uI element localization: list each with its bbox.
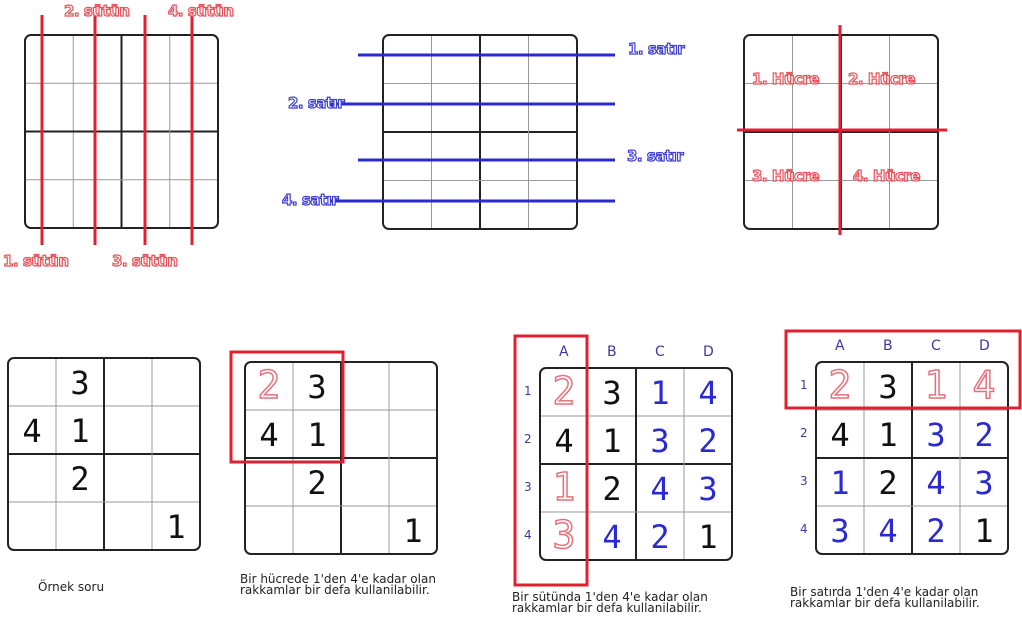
example-caption: Örnek soru — [38, 580, 105, 594]
grid-digit: 1 — [830, 464, 849, 502]
grid-digit: 1 — [553, 465, 576, 509]
cell-label-4: 4. Hücre — [852, 166, 921, 185]
grid-digit: 3 — [878, 368, 897, 406]
row-demo-grid-border — [382, 34, 578, 230]
grid-digit: 2 — [878, 464, 897, 502]
row-header: 3 — [524, 480, 532, 494]
grid-digit: 1 — [698, 518, 717, 556]
column-label-4: 4. sütün — [167, 1, 234, 20]
grid-digit: 3 — [70, 364, 89, 402]
grid-digit: 1 — [650, 374, 669, 412]
row-rule-caption: Bir satırda 1'den 4'e kadar olan rakkaml… — [790, 585, 980, 610]
column-header: D — [703, 344, 714, 360]
row-label-4: 4. satır — [281, 190, 339, 209]
column-label-2: 2. sütün — [63, 1, 130, 20]
grid-digit: 3 — [602, 374, 621, 412]
column-header: C — [931, 338, 941, 354]
column-label-1: 1. sütün — [2, 251, 69, 270]
example-grid-border — [7, 357, 201, 551]
row-header: 4 — [524, 528, 532, 542]
grid-digit: 3 — [926, 416, 945, 454]
column-header: A — [835, 338, 845, 354]
grid-digit: 1 — [925, 363, 948, 407]
caption-line: Bir sütünda 1'den 4'e kadar olan — [512, 590, 708, 604]
caption-line: Bir hücrede 1'den 4'e kadar olan — [240, 572, 436, 586]
grid-digit: 2 — [974, 416, 993, 454]
grid-digit: 2 — [602, 470, 621, 508]
grid-digit: 4 — [698, 374, 717, 412]
grid-digit: 3 — [650, 422, 669, 460]
grid-digit: 2 — [926, 512, 945, 550]
column-header: C — [655, 344, 665, 360]
grid-digit: 2 — [698, 422, 717, 460]
cell-label-3: 3. Hücre — [751, 166, 820, 185]
column-header: D — [979, 338, 990, 354]
grid-digit: 2 — [307, 464, 326, 502]
grid-digit: 1 — [166, 508, 185, 546]
cell-label-2: 2. Hücre — [847, 69, 916, 88]
grid-digit: 4 — [650, 470, 669, 508]
column-rule-grid-border — [539, 367, 733, 561]
cell-highlight-box — [229, 350, 345, 464]
caption-line: rakkamlar bir defa kullanilabilir. — [512, 601, 702, 615]
grid-digit: 2 — [258, 363, 281, 407]
grid-digit: 4 — [973, 363, 996, 407]
grid-digit: 2 — [650, 518, 669, 556]
row-label-2: 2. satır — [287, 93, 345, 112]
row-rule-grid-border — [815, 361, 1009, 555]
grid-digit: 1 — [307, 416, 326, 454]
grid-digit: 1 — [974, 512, 993, 550]
row-label-1: 1. satır — [627, 39, 685, 58]
row-highlight-box — [784, 329, 1022, 410]
grid-digit: 4 — [830, 416, 849, 454]
grid-digit: 2 — [553, 369, 576, 413]
column-rule-caption: Bir sütünda 1'den 4'e kadar olan rakkaml… — [512, 590, 708, 615]
grid-digit: 4 — [602, 518, 621, 556]
cell-rule-grid-border — [244, 361, 438, 555]
grid-digit: 2 — [829, 363, 852, 407]
cell-label-1: 1. Hücre — [751, 69, 820, 88]
caption-line: Bir satırda 1'den 4'e kadar olan — [790, 585, 979, 599]
grid-digit: 4 — [926, 464, 945, 502]
grid-digit: 4 — [22, 412, 41, 450]
grid-digit: 1 — [70, 412, 89, 450]
cell-rule-caption: Bir hücrede 1'den 4'e kadar olan rakkaml… — [240, 572, 436, 597]
row-header: 2 — [524, 432, 532, 446]
column-label-3: 3. sütün — [111, 251, 178, 270]
caption-line: rakkamlar bir defa kullanilabilir. — [790, 596, 980, 610]
grid-digit: 3 — [307, 368, 326, 406]
caption-line: rakkamlar bir defa kullanilabilir. — [240, 583, 430, 597]
column-header: B — [883, 338, 893, 354]
grid-digit: 1 — [602, 422, 621, 460]
column-demo-grid-border — [24, 34, 219, 229]
grid-digit: 2 — [70, 460, 89, 498]
grid-digit: 4 — [878, 512, 897, 550]
grid-digit: 3 — [553, 513, 576, 557]
grid-digit: 4 — [259, 416, 278, 454]
column-highlight-box — [513, 334, 589, 587]
row-header: 2 — [800, 426, 808, 440]
grid-digit: 3 — [974, 464, 993, 502]
grid-digit: 3 — [830, 512, 849, 550]
row-header: 1 — [800, 378, 808, 392]
row-label-3: 3. satır — [626, 146, 684, 165]
row-header: 3 — [800, 474, 808, 488]
grid-digit: 1 — [878, 416, 897, 454]
grid-digit: 4 — [554, 422, 573, 460]
column-header: B — [607, 344, 617, 360]
grid-digit: 1 — [403, 512, 422, 550]
grid-digit: 3 — [698, 470, 717, 508]
column-header: A — [559, 344, 569, 360]
row-header: 4 — [800, 522, 808, 536]
row-header: 1 — [524, 384, 532, 398]
